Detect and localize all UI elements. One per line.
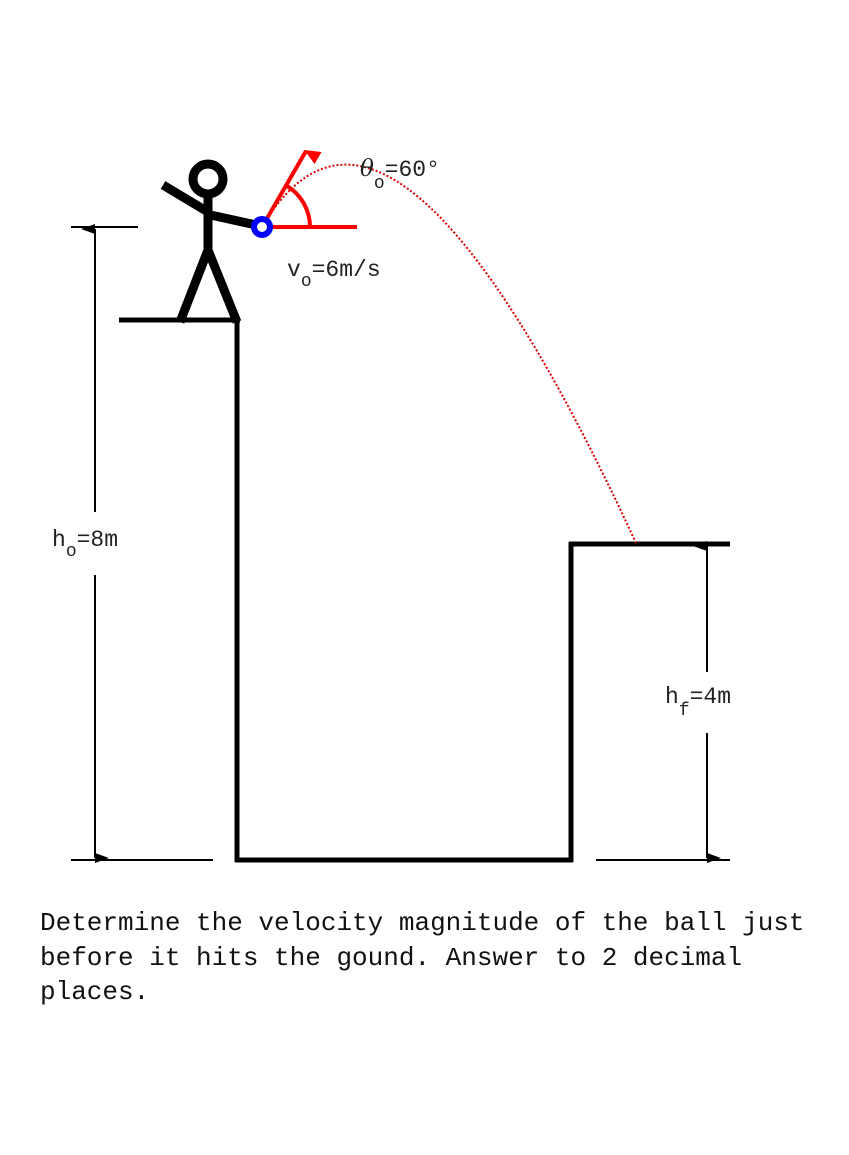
initial-velocity-label: vo=6m/s: [287, 257, 381, 292]
theta-subscript: o: [374, 174, 385, 194]
velocity-vector-arrow: [260, 149, 322, 229]
theta-symbol: θ: [360, 156, 374, 182]
ho-subscript: o: [66, 542, 77, 562]
hf-value: =4m: [690, 684, 731, 710]
figure-left-leg: [175, 248, 213, 324]
ball: [251, 216, 273, 238]
initial-height-label: ho=8m: [52, 527, 118, 562]
launch-angle-label: θo=60°: [360, 156, 440, 194]
figure-head: [188, 159, 228, 199]
terrain: [119, 317, 730, 863]
question-text: Determine the velocity magnitude of the …: [40, 908, 821, 1007]
figure-left-arm: [160, 181, 211, 216]
final-height-label: hf=4m: [665, 684, 731, 721]
height-dimension-ho: [71, 224, 213, 863]
theta-value: =60°: [385, 157, 440, 183]
v-symbol: v: [287, 257, 301, 283]
hf-symbol: h: [665, 684, 679, 710]
v-subscript: o: [301, 272, 312, 292]
ho-symbol: h: [52, 527, 66, 553]
v-value: =6m/s: [312, 257, 381, 283]
hf-subscript: f: [679, 701, 690, 721]
stick-figure: [160, 159, 257, 324]
ho-value: =8m: [77, 527, 118, 553]
figure-throwing-arm: [205, 209, 257, 230]
figure-right-leg: [203, 248, 242, 324]
height-dimension-hf: [596, 541, 730, 863]
angle-arc: [284, 183, 313, 228]
trajectory-path: [261, 163, 637, 544]
launch-angle-indicator: [260, 149, 357, 229]
